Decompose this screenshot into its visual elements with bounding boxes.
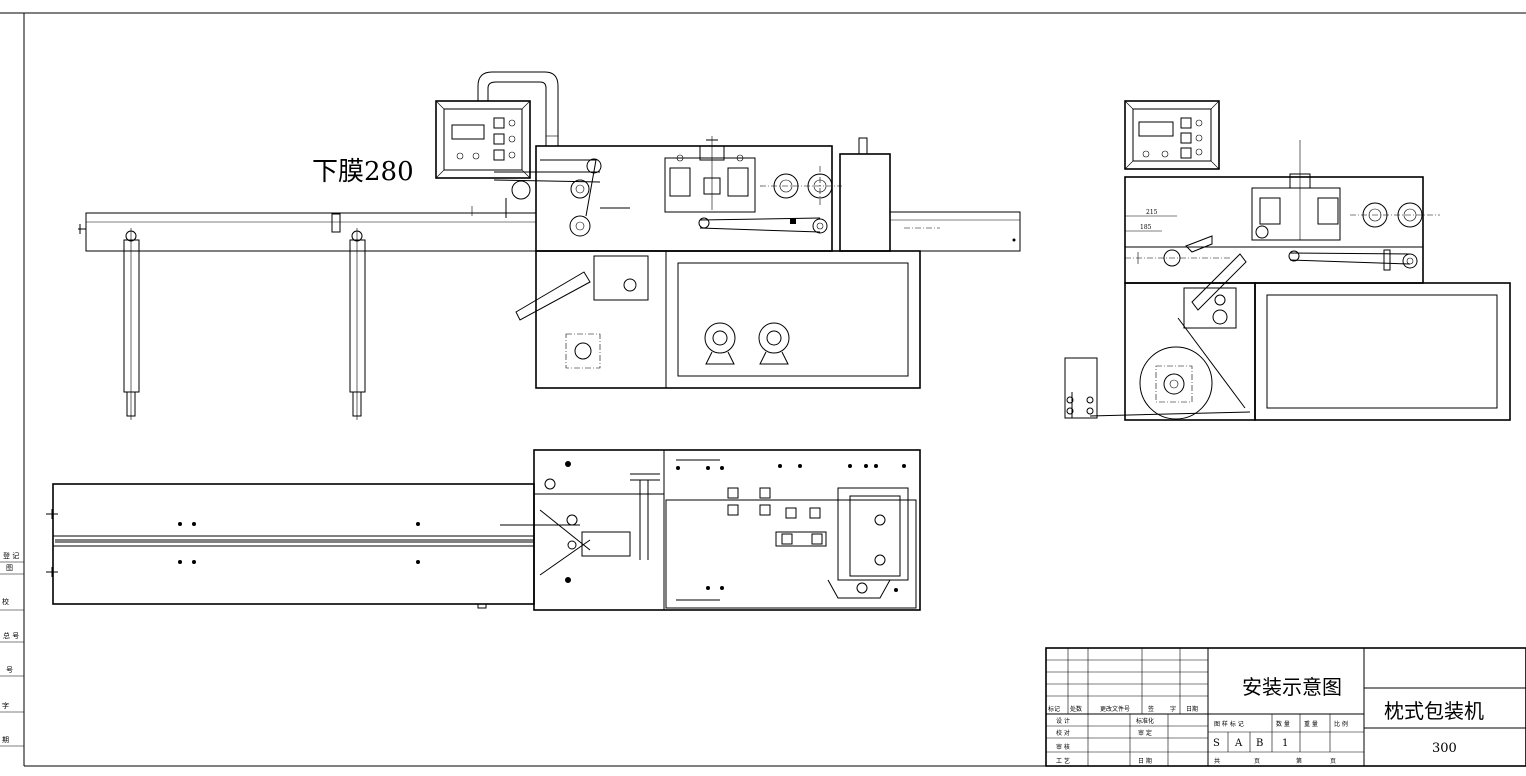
- stamp-check: 校: [2, 597, 9, 606]
- mark-s: S: [1213, 738, 1220, 749]
- dimension-215: 215: [1146, 209, 1158, 216]
- role-date: 日 期: [1138, 757, 1152, 765]
- sheet-current-label: 第: [1296, 757, 1302, 765]
- spec-header-mark: 图 样 标 记: [1214, 720, 1244, 728]
- quantity-value: 1: [1282, 738, 1288, 749]
- rev-header-date: 日期: [1186, 705, 1198, 713]
- role-approval: 审 定: [1138, 729, 1152, 737]
- front-elevation-view: 下膜280: [78, 71, 1021, 420]
- role-standardization: 标准化: [1136, 717, 1154, 725]
- sheet-current-unit: 页: [1330, 758, 1336, 765]
- film-roll-icon: [704, 322, 790, 365]
- role-process: 工 艺: [1056, 757, 1070, 765]
- film-label: 下膜280: [312, 157, 414, 187]
- stamp-number: 号: [6, 666, 13, 674]
- stamp-register: 登 记: [3, 551, 19, 560]
- stamp-date: 期: [2, 736, 9, 744]
- dimension-185: 185: [1140, 224, 1152, 231]
- plan-view: [46, 449, 921, 611]
- mark-b: B: [1256, 738, 1263, 749]
- control-panel: [435, 100, 531, 179]
- film-rollers: [471, 158, 630, 237]
- rev-header-mark: 标记: [1048, 705, 1060, 713]
- product-name: 枕式包装机: [1384, 699, 1484, 723]
- rev-header-sign: 签: [1148, 705, 1154, 713]
- infeed-leg: [78, 213, 366, 420]
- side-stamp: 登 记 图 校 总 号 号 字 期: [0, 551, 24, 747]
- conveyor-chain: [55, 539, 534, 543]
- rev-header-char: 字: [1170, 705, 1176, 713]
- spec-header-qty: 数 量: [1276, 720, 1290, 728]
- role-proofread: 校 对: [1056, 729, 1070, 737]
- drawing-title: 安装示意图: [1242, 675, 1342, 699]
- role-design: 设 计: [1056, 717, 1070, 725]
- stamp-sign: 字: [2, 701, 9, 710]
- end-elevation-view: 215 185: [1064, 100, 1511, 421]
- role-review: 审 核: [1056, 743, 1070, 751]
- sheet-total-label: 共: [1214, 757, 1220, 765]
- rev-header-count: 处数: [1070, 705, 1082, 713]
- sheet-total-unit: 页: [1254, 758, 1260, 765]
- title-block: 标记 处数 更改文件号 签 字 日期 设 计 校 对 审 核 工 艺 标准化 审…: [1045, 647, 1526, 767]
- stamp-total-no: 总 号: [3, 631, 19, 640]
- stamp-drawing: 图: [6, 564, 13, 572]
- model-number: 300: [1432, 741, 1457, 756]
- drawing-border: [0, 12, 1526, 767]
- spec-header-weight: 重 量: [1304, 720, 1318, 728]
- spec-header-scale: 比 例: [1334, 720, 1348, 728]
- sealing-head: [664, 136, 842, 234]
- mark-a: A: [1234, 738, 1243, 749]
- rev-header-doc: 更改文件号: [1100, 705, 1130, 713]
